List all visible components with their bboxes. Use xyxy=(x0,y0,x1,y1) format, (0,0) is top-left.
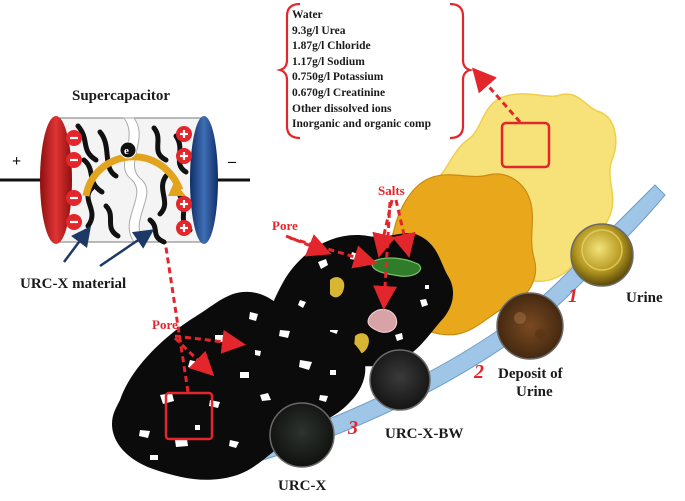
step-3: 3 xyxy=(347,417,358,439)
minus-terminal: – xyxy=(227,153,237,170)
urine-label: Urine xyxy=(626,290,663,306)
composition-line: 0.750g/l Potassium xyxy=(292,71,384,84)
composition-bracket xyxy=(276,2,474,140)
material-pointer-arrows xyxy=(63,226,155,268)
urc-material-label: URC-X material xyxy=(20,276,126,292)
plus-terminal: + xyxy=(12,153,21,170)
urc-bw-sample-photo xyxy=(369,349,431,411)
step-1: 1 xyxy=(568,285,578,307)
composition-line: 9.3g/l Urea xyxy=(292,24,346,37)
urc-bw-label: URC-X-BW xyxy=(385,426,463,442)
composition-line: Inorganic and organic comp xyxy=(292,118,431,131)
urine-composition-list: Water 9.3g/l Urea 1.87g/l Chloride 1.17g… xyxy=(292,8,462,133)
supercapacitor-cell: + – e xyxy=(0,116,250,245)
salt-yellow-1 xyxy=(330,277,345,298)
urc-x-label: URC-X xyxy=(278,478,326,494)
salt-green xyxy=(371,257,422,277)
supercapacitor-title: Supercapacitor xyxy=(72,88,170,104)
pore-label-left: Pore xyxy=(152,317,178,332)
urine-sample-photo xyxy=(570,223,634,287)
composition-line: 1.87g/l Chloride xyxy=(292,40,371,53)
deposit-label-line2: Urine xyxy=(516,384,553,400)
electron-symbol: e xyxy=(124,145,129,157)
anode-plate xyxy=(40,116,72,244)
composition-line: 1.17g/l Sodium xyxy=(292,55,365,68)
composition-line: Other dissolved ions xyxy=(292,102,392,115)
deposit-sample-photo xyxy=(496,292,564,360)
x-zoom-square xyxy=(164,391,214,441)
urine-zoom-square xyxy=(500,121,551,169)
positive-ions xyxy=(176,126,192,236)
salts-label: Salts xyxy=(378,183,405,198)
urc-x-sample-photo xyxy=(269,402,335,468)
step-2: 2 xyxy=(473,361,484,383)
pore-label-top: Pore xyxy=(272,218,298,233)
negative-ions xyxy=(66,130,82,230)
deposit-label-line1: Deposit of xyxy=(498,366,564,382)
composition-line: Water xyxy=(292,9,323,21)
composition-line: 0.670g/l Creatinine xyxy=(292,86,386,99)
cathode-plate xyxy=(190,116,218,244)
